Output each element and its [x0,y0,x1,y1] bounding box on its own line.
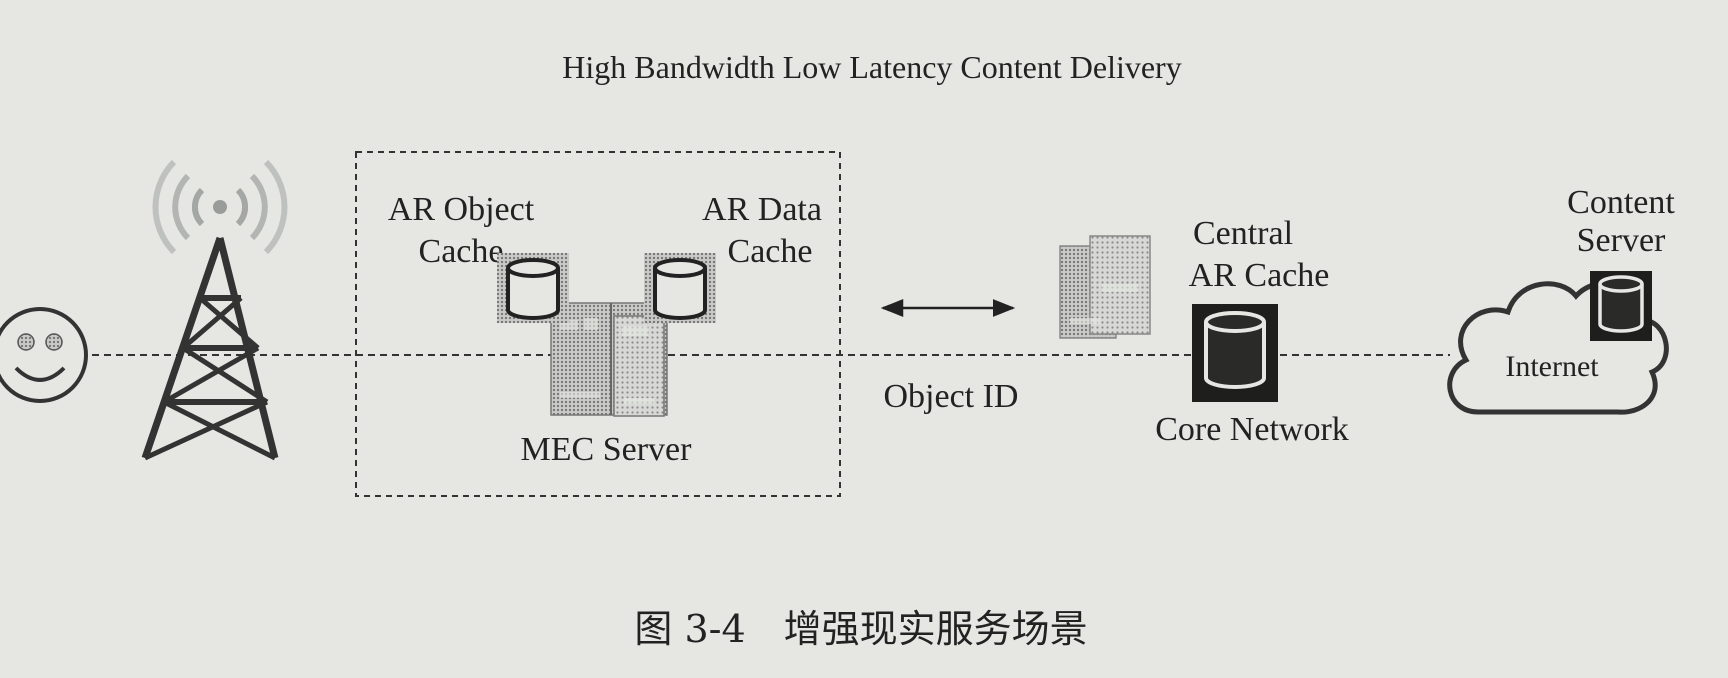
diagram-title: High Bandwidth Low Latency Content Deliv… [562,49,1181,85]
database-icon [1590,271,1652,341]
ar-object-cache-label-2: Cache [419,233,504,270]
server-rack-icon [550,302,668,417]
server-stack-icon [1059,235,1151,339]
ar-data-cache-label: AR Data [702,191,822,228]
mec-server-label: MEC Server [521,431,693,468]
smiley-face-icon [0,307,88,403]
database-icon [644,253,716,323]
ar-object-cache-label: AR Object [388,191,535,228]
figure-caption: 图 3-4 增强现实服务场景 [634,607,1087,651]
cell-tower-icon [141,159,288,461]
ar-data-cache-label-2: Cache [728,233,813,270]
object-id-label: Object ID [883,378,1018,415]
content-server-label-2: Server [1577,222,1666,259]
database-icon [1192,304,1278,402]
internet-label: Internet [1505,350,1599,383]
database-icon [497,253,569,323]
mec-boundary-box [355,151,841,497]
central-ar-cache-label: Central [1193,215,1293,252]
content-server-label: Content [1567,184,1675,221]
central-ar-cache-label-2: AR Cache [1189,257,1330,294]
core-network-label: Core Network [1155,411,1349,448]
